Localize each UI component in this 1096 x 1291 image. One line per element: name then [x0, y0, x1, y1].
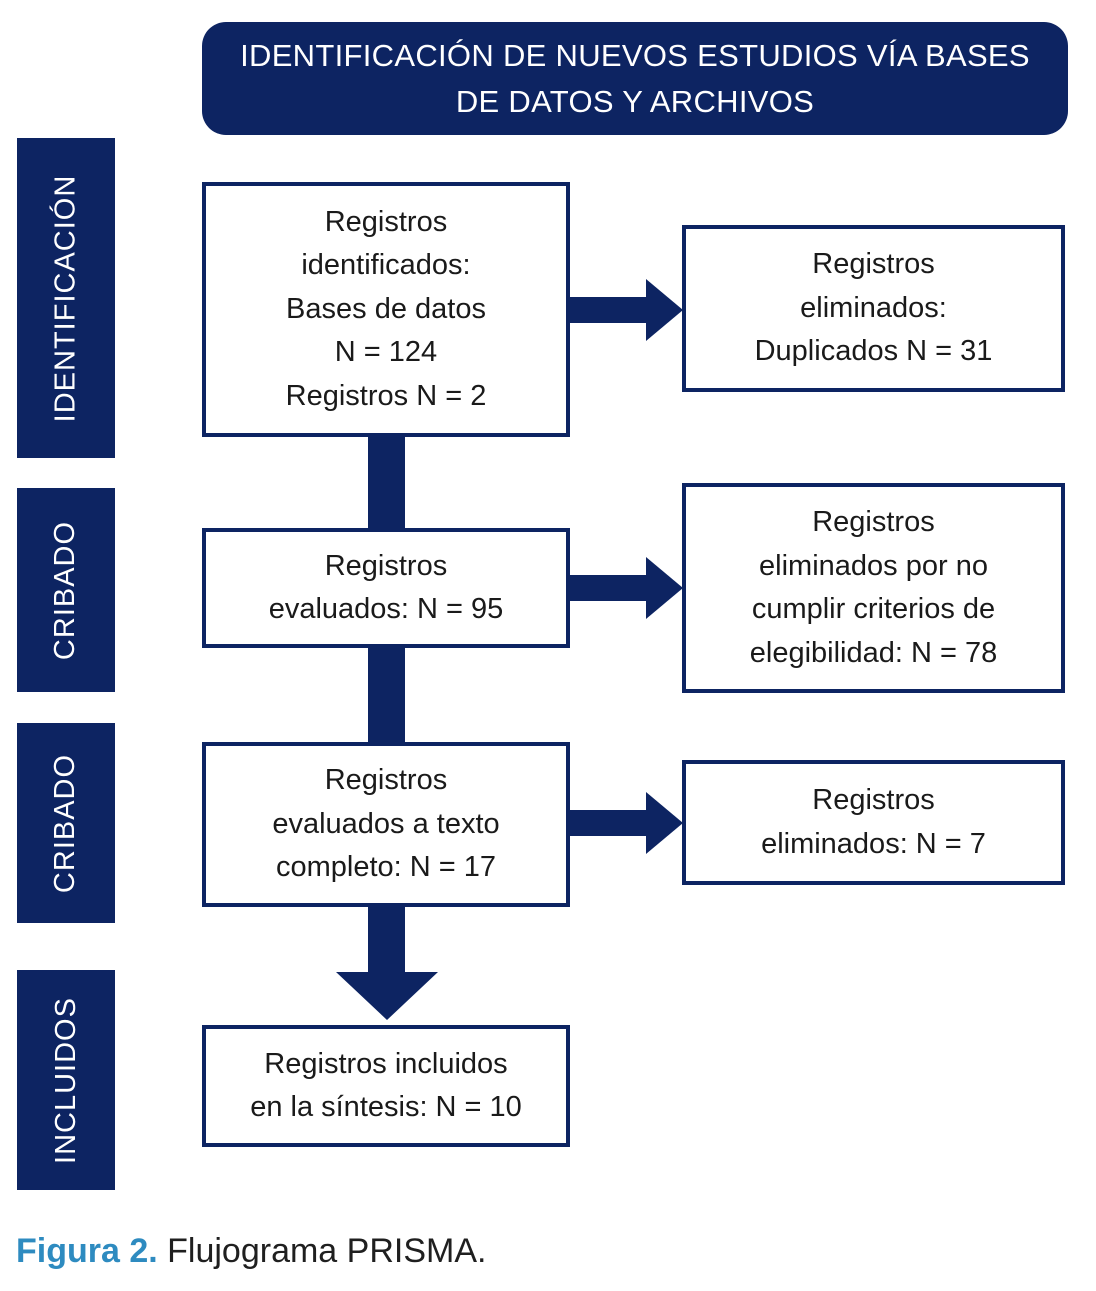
box-registros-evaluados: Registros evaluados: N = 95: [202, 528, 570, 648]
arrow-right-1-head-icon: [646, 279, 683, 341]
stage-label-cribado-1: CRIBADO: [17, 488, 115, 692]
box-registros-incluidos: Registros incluidos en la síntesis: N = …: [202, 1025, 570, 1147]
caption-text: Flujograma PRISMA.: [157, 1232, 487, 1270]
stage-label-identificacion: IDENTIFICACIÓN: [17, 138, 115, 458]
stage-label-text: INCLUIDOS: [49, 996, 82, 1164]
banner-title: IDENTIFICACIÓN DE NUEVOS ESTUDIOS VÍA BA…: [240, 37, 1030, 119]
box-text: Registros evaluados a texto completo: N …: [272, 764, 500, 884]
box-registros-identificados: Registros identificados: Bases de datos …: [202, 182, 570, 437]
box-text: Registros identificados: Bases de datos …: [285, 205, 487, 412]
arrow-down-shaft: [368, 903, 405, 973]
box-text: Registros eliminados: Duplicados N = 31: [754, 248, 993, 368]
arrow-right-2-head-icon: [646, 557, 683, 619]
stage-label-text: IDENTIFICACIÓN: [49, 174, 82, 422]
box-text: Registros evaluados: N = 95: [268, 549, 504, 626]
box-text: Registros eliminados por no cumplir crit…: [749, 506, 998, 669]
figure-caption: Figura 2. Flujograma PRISMA.: [16, 1232, 486, 1271]
stage-label-text: CRIBADO: [49, 520, 82, 660]
arrow-right-1-shaft: [570, 297, 648, 323]
stage-label-text: CRIBADO: [49, 753, 82, 893]
arrow-down-head-icon: [336, 972, 438, 1020]
connector-down-2: [368, 645, 405, 745]
box-eliminados-duplicados: Registros eliminados: Duplicados N = 31: [682, 225, 1065, 392]
box-text: Registros incluidos en la síntesis: N = …: [250, 1047, 522, 1124]
box-registros-texto-completo: Registros evaluados a texto completo: N …: [202, 742, 570, 907]
connector-down-1: [368, 435, 405, 532]
box-eliminados-criterios: Registros eliminados por no cumplir crit…: [682, 483, 1065, 693]
arrow-right-3-head-icon: [646, 792, 683, 854]
box-eliminados-texto: Registros eliminados: N = 7: [682, 760, 1065, 885]
arrow-right-3-shaft: [570, 810, 648, 836]
stage-label-incluidos: INCLUIDOS: [17, 970, 115, 1190]
banner: IDENTIFICACIÓN DE NUEVOS ESTUDIOS VÍA BA…: [202, 22, 1068, 135]
arrow-right-2-shaft: [570, 575, 648, 601]
box-text: Registros eliminados: N = 7: [761, 784, 986, 860]
caption-label: Figura 2.: [16, 1232, 158, 1270]
stage-label-cribado-2: CRIBADO: [17, 723, 115, 923]
